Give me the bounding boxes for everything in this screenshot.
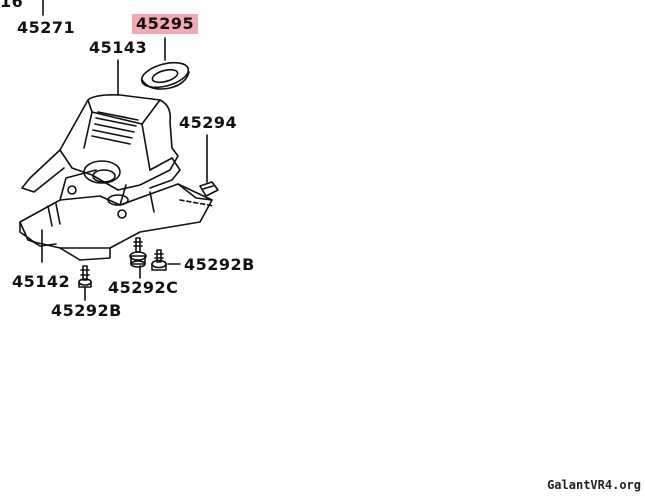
- upper-cover-part: [21, 94, 181, 193]
- ring-seal-part: [140, 61, 190, 90]
- screw-45292b-right: [151, 249, 167, 271]
- part-label-45292b-bottom[interactable]: 45292B: [51, 301, 122, 320]
- screw-45292b-bottom: [78, 265, 92, 288]
- part-label-45142[interactable]: 45142: [12, 272, 71, 291]
- part-label-partial: 16: [0, 0, 24, 11]
- screw-45292c: [129, 237, 147, 268]
- part-label-45295-highlighted[interactable]: 45295: [132, 14, 199, 34]
- part-label-45294[interactable]: 45294: [179, 113, 238, 132]
- lower-cover-part: [19, 169, 215, 261]
- part-label-45143[interactable]: 45143: [89, 38, 148, 57]
- part-label-45292b-right[interactable]: 45292B: [184, 255, 255, 274]
- watermark: GalantVR4.org: [547, 478, 641, 492]
- part-label-45292c[interactable]: 45292C: [108, 278, 179, 297]
- part-label-45271[interactable]: 45271: [17, 18, 76, 37]
- clip-part: [199, 181, 219, 197]
